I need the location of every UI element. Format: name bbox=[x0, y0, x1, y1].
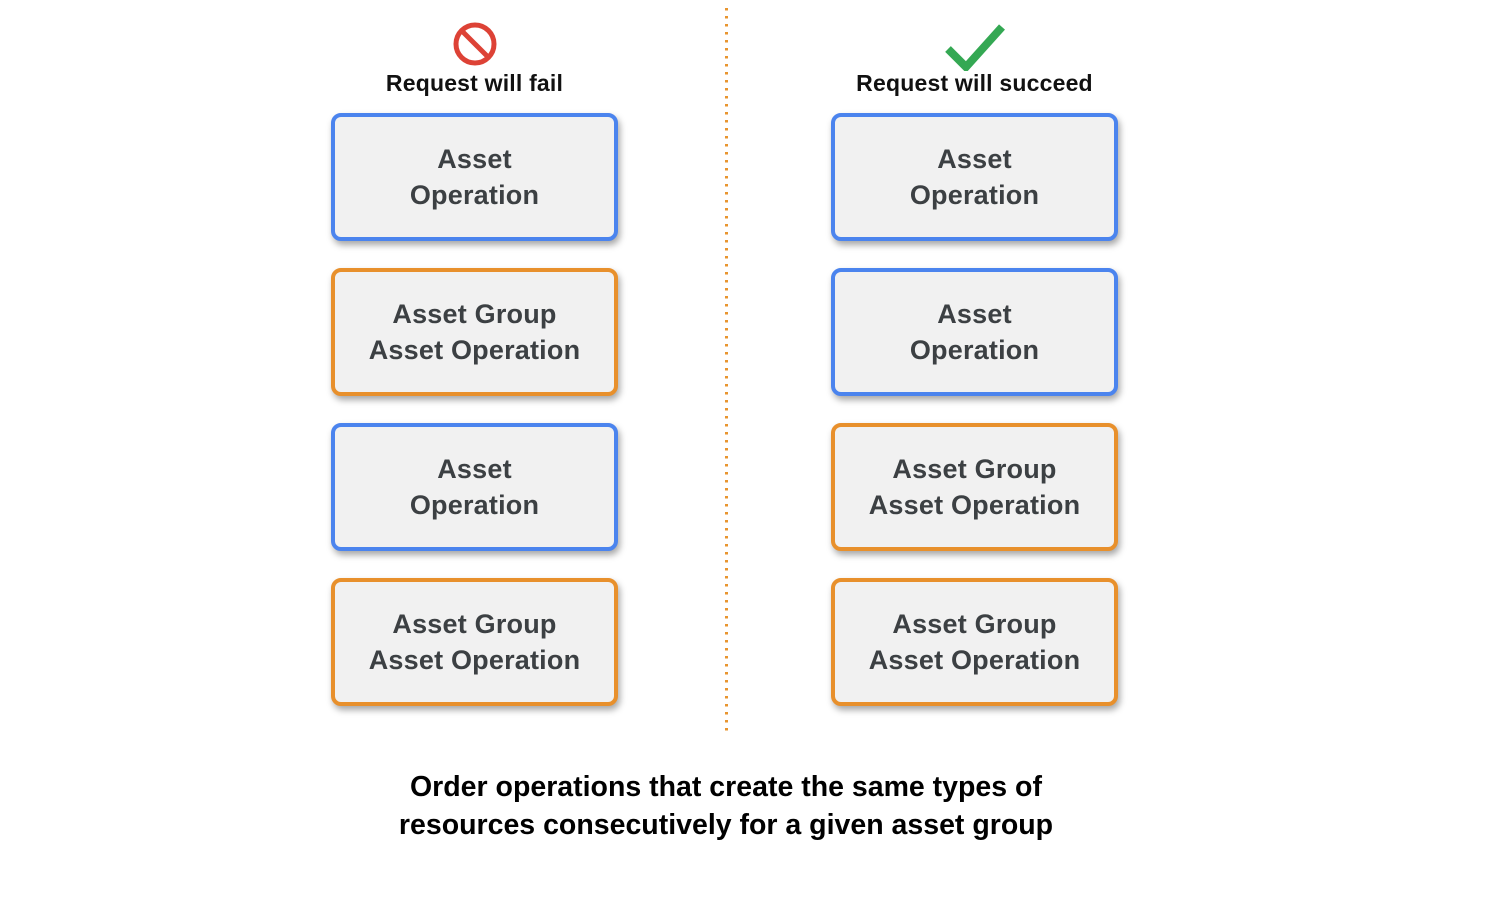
asset-group-asset-operation-box: Asset Group Asset Operation bbox=[831, 578, 1118, 706]
box-label-line: Asset Operation bbox=[868, 490, 1081, 520]
box-label-line: Asset bbox=[937, 144, 1012, 174]
box-label-line: Operation bbox=[409, 180, 540, 210]
box-label-line: Asset Group bbox=[392, 299, 557, 329]
fail-column: Request will fail Asset Operation Asset … bbox=[331, 20, 618, 706]
succeed-icon-wrap bbox=[944, 20, 1006, 71]
caption-line: Order operations that create the same ty… bbox=[410, 771, 1042, 803]
succeed-column: Request will succeed Asset Operation Ass… bbox=[831, 20, 1118, 706]
box-label-line: Asset Group bbox=[892, 454, 1057, 484]
box-label-line: Operation bbox=[909, 180, 1040, 210]
box-label-line: Asset Operation bbox=[368, 645, 581, 675]
asset-group-asset-operation-box: Asset Group Asset Operation bbox=[831, 423, 1118, 551]
dotted-divider bbox=[725, 8, 728, 735]
box-label-line: Asset bbox=[437, 144, 512, 174]
caption-line: resources consecutively for a given asse… bbox=[398, 808, 1054, 841]
box-label-line: Asset bbox=[937, 299, 1012, 329]
check-icon bbox=[944, 24, 1005, 71]
asset-operation-box: Asset Operation bbox=[331, 113, 618, 241]
box-label-line: Operation bbox=[909, 335, 1040, 365]
box-label-line: Asset Group bbox=[892, 609, 1057, 639]
fail-box-list: Asset Operation Asset Group Asset Operat… bbox=[331, 113, 618, 706]
box-label-line: Asset Group bbox=[392, 609, 557, 639]
succeed-heading: Request will succeed bbox=[856, 70, 1093, 96]
asset-group-asset-operation-box: Asset Group Asset Operation bbox=[331, 578, 618, 706]
prohibition-icon bbox=[453, 22, 496, 66]
fail-heading: Request will fail bbox=[385, 70, 564, 96]
succeed-box-list: Asset Operation Asset Operation Asset Gr… bbox=[831, 113, 1118, 706]
asset-operation-box: Asset Operation bbox=[831, 113, 1118, 241]
asset-operation-box: Asset Operation bbox=[831, 268, 1118, 396]
box-label-line: Asset bbox=[437, 454, 512, 484]
asset-operation-box: Asset Operation bbox=[331, 423, 618, 551]
diagram-caption: Order operations that create the same ty… bbox=[256, 769, 1196, 844]
box-label-line: Asset Operation bbox=[368, 335, 581, 365]
box-label-line: Asset Operation bbox=[868, 645, 1081, 675]
fail-icon-wrap bbox=[453, 20, 497, 68]
box-label-line: Operation bbox=[409, 490, 540, 520]
asset-group-asset-operation-box: Asset Group Asset Operation bbox=[331, 268, 618, 396]
